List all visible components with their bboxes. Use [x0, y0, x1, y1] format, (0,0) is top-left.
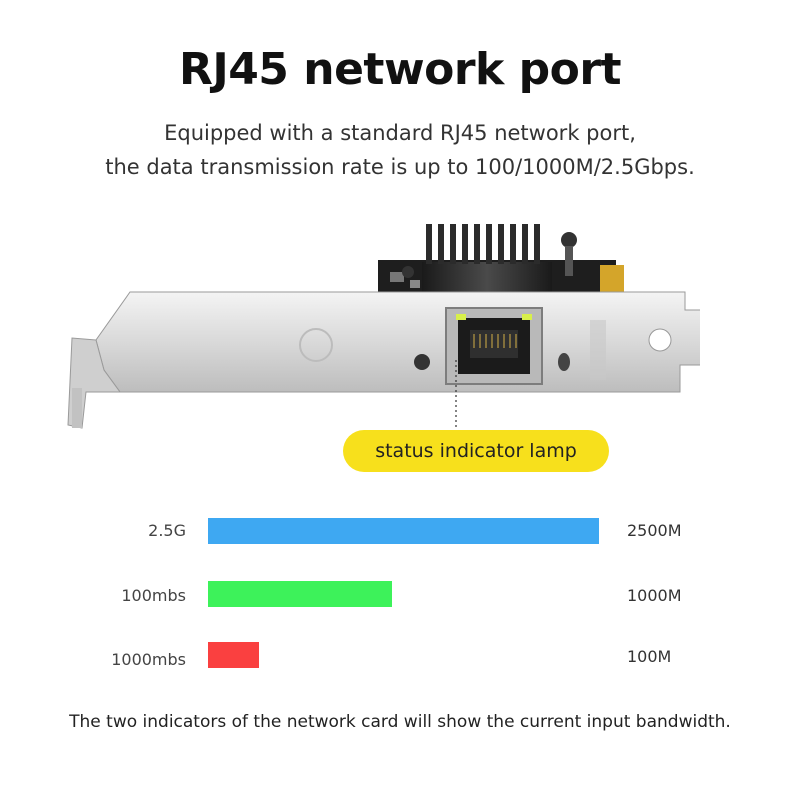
metal-bracket — [67, 291, 700, 429]
subtitle-line-1: Equipped with a standard RJ45 network po… — [164, 121, 636, 145]
rj45-port-icon — [445, 307, 543, 385]
status-led-right — [522, 314, 532, 320]
bar-label-1: 100mbs — [121, 586, 186, 605]
bar-value-0: 2500M — [627, 521, 682, 540]
bar-0 — [208, 518, 599, 544]
bar-label-2: 1000mbs — [111, 650, 186, 669]
bar-label-0: 2.5G — [148, 521, 186, 540]
heatsink — [402, 224, 577, 292]
footer-note: The two indicators of the network card w… — [69, 712, 731, 732]
status-indicator-callout: status indicator lamp — [343, 430, 609, 472]
bar-2 — [208, 642, 259, 668]
status-indicator-label: status indicator lamp — [375, 440, 577, 462]
bar-1 — [208, 581, 392, 607]
bar-value-1: 1000M — [627, 586, 682, 605]
bar-value-2: 100M — [627, 647, 672, 666]
page-title: RJ45 network port — [178, 44, 622, 95]
status-led-left — [456, 314, 466, 320]
subtitle-line-2: the data transmission rate is up to 100/… — [105, 155, 695, 179]
network-card-illustration — [67, 224, 700, 432]
